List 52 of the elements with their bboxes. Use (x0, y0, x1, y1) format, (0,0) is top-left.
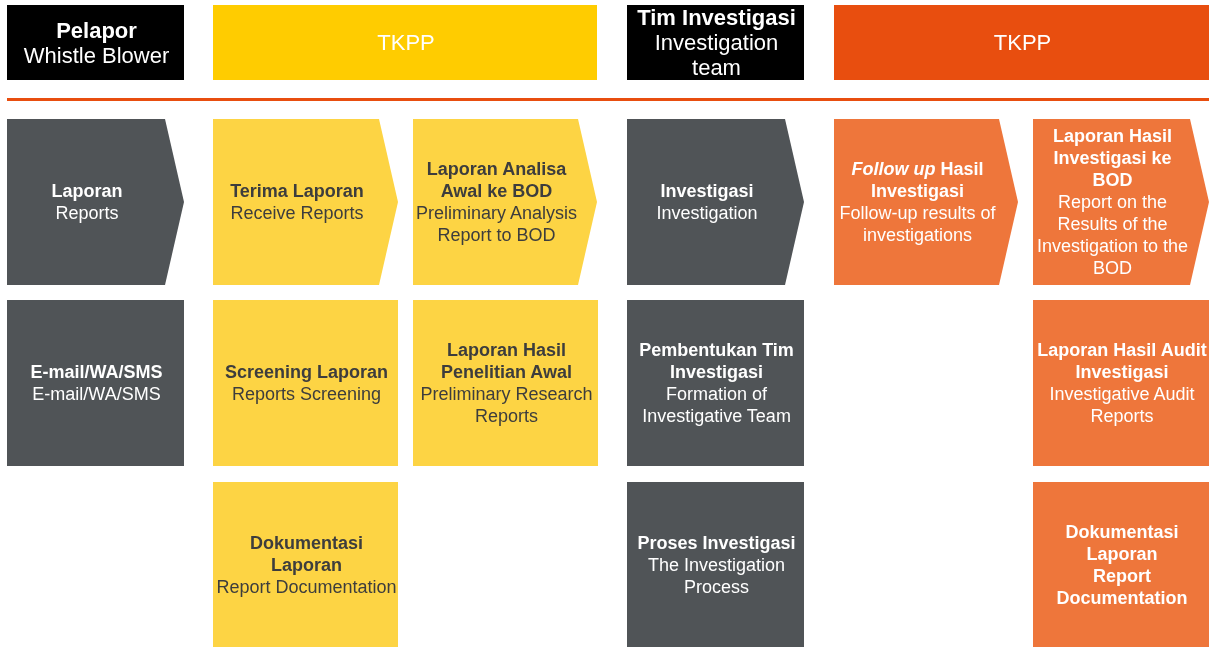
chevron-step (834, 119, 1018, 285)
step-subtitle: Whistle Blower (23, 42, 170, 68)
chevron-step (627, 119, 804, 285)
step-subtitle: Preliminary Research Reports (419, 383, 594, 427)
chevron-step (1033, 119, 1209, 285)
step-title: Investigasi (660, 180, 754, 202)
chevron-step (413, 119, 597, 285)
step-title: Tim Investigasi (637, 5, 796, 30)
step-subtitle: Investigation (656, 202, 758, 224)
step-title: Pelapor (56, 17, 137, 43)
chevron-step (7, 119, 184, 285)
step-box (213, 300, 398, 466)
step-subtitle: Follow-up results of investigations (838, 202, 997, 246)
step-subtitle: Investigation team (653, 30, 780, 80)
step-box (627, 482, 804, 647)
step-subtitle: The Investigation Process (646, 553, 787, 598)
step-subtitle: Preliminary Analysis Report to BOD (415, 202, 578, 246)
step-title: Screening Laporan (224, 361, 388, 383)
step-title: Laporan Hasil Investigasi ke BOD (1052, 125, 1173, 191)
step-title: E-mail/WA/SMS (30, 361, 163, 383)
step-box (7, 300, 184, 466)
step-subtitle: Report Documentation (1055, 564, 1189, 609)
step-title: Laporan Analisa Awal ke BOD (425, 158, 568, 202)
step-subtitle: Investigative Audit Reports (1048, 383, 1196, 427)
header-band (627, 5, 804, 80)
step-title: Laporan Hasil Penelitian Awal (439, 339, 573, 383)
step-box (1033, 482, 1209, 647)
step-title: Proses Investigasi (637, 531, 796, 554)
step-title: Laporan Hasil Audit Investigasi (1036, 339, 1208, 383)
chevron-step (213, 119, 398, 285)
step-subtitle: Reports Screening (231, 383, 382, 405)
header-title: TKPP (993, 30, 1052, 55)
step-title: Dokumentasi Laporan (1064, 520, 1180, 565)
header-title: TKPP (377, 30, 435, 55)
header-band (7, 5, 184, 80)
step-subtitle: Reports (55, 202, 119, 224)
step-box (1033, 300, 1209, 466)
step-box (627, 300, 804, 466)
step-subtitle: Report on the Results of the Investigation to the BOD (1035, 191, 1190, 279)
header-band (834, 5, 1209, 80)
step-subtitle: E-mail/WA/SMS (32, 383, 161, 405)
step-subtitle: Receive Reports (230, 202, 364, 224)
header-band (213, 5, 597, 80)
step-box (413, 300, 598, 466)
step-title: Pembentukan Tim Investigasi (638, 339, 795, 383)
step-title: Follow up Hasil Investigasi (850, 158, 985, 202)
step-box (213, 482, 398, 647)
step-title: Terima Laporan (230, 180, 364, 202)
step-subtitle: Formation of Investigative Team (641, 383, 792, 427)
step-title: Dokumentasi Laporan (249, 531, 364, 576)
step-subtitle: Report Documentation (216, 575, 397, 598)
step-title: Laporan (51, 180, 123, 202)
